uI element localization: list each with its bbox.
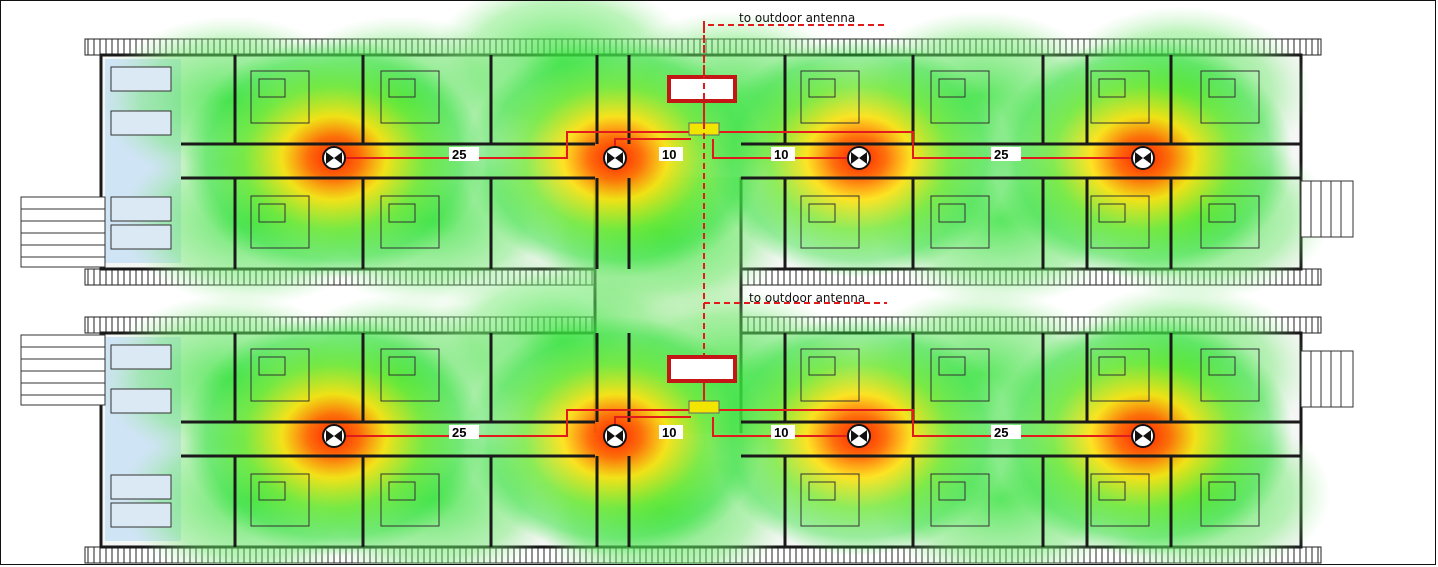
furniture-outline xyxy=(258,203,286,223)
segment-length-label: 25 xyxy=(452,425,466,440)
splitter-icon xyxy=(688,400,720,414)
bed-outline xyxy=(800,70,860,124)
cable-run xyxy=(704,409,1143,437)
cable-run xyxy=(712,139,859,159)
indoor-antenna-icon xyxy=(603,424,627,448)
bed-outline xyxy=(1200,473,1260,527)
furniture-outline xyxy=(808,203,836,223)
outdoor-antenna-label: to outdoor antenna xyxy=(739,11,855,25)
bed-outline xyxy=(1200,70,1260,124)
bed-outline xyxy=(110,388,172,414)
bed-outline xyxy=(1090,195,1150,249)
stairs xyxy=(20,180,1354,408)
bed-outline xyxy=(380,195,440,249)
bed-outline xyxy=(110,502,172,528)
furniture-outline xyxy=(1098,481,1126,501)
furniture-outline xyxy=(388,78,416,98)
bed-outline xyxy=(1090,348,1150,402)
furniture-outline xyxy=(258,481,286,501)
furniture-outline xyxy=(1208,203,1236,223)
indoor-antenna-icon xyxy=(1131,146,1155,170)
bed-outline xyxy=(1200,348,1260,402)
bed-outline xyxy=(930,473,990,527)
cable-run xyxy=(704,131,1143,159)
bed-outline xyxy=(110,344,172,370)
bed-outline xyxy=(1090,70,1150,124)
indoor-antenna-icon xyxy=(322,424,346,448)
segment-length-label: 10 xyxy=(662,147,676,162)
furniture-outline xyxy=(938,481,966,501)
repeater-icon xyxy=(667,355,737,383)
furniture-outline xyxy=(1208,356,1236,376)
bed-outline xyxy=(380,70,440,124)
furniture-outline xyxy=(258,356,286,376)
bed-outline xyxy=(250,348,310,402)
bed-outline xyxy=(1090,473,1150,527)
segment-length-label: 25 xyxy=(994,147,1008,162)
indoor-antenna-icon xyxy=(603,146,627,170)
segment-labels-top: 25 10 10 25 xyxy=(449,147,1021,162)
furniture-outline xyxy=(938,203,966,223)
cable-run xyxy=(712,417,859,437)
furniture-outline xyxy=(388,356,416,376)
bed-outline xyxy=(110,110,172,136)
furniture-outline xyxy=(938,356,966,376)
bed-outline xyxy=(930,195,990,249)
segment-length-label: 10 xyxy=(662,425,676,440)
furniture-outline xyxy=(258,78,286,98)
furniture-outline xyxy=(938,78,966,98)
bed-outline xyxy=(110,66,172,92)
furniture-outline xyxy=(1098,203,1126,223)
bed-outline xyxy=(930,70,990,124)
furniture-outline xyxy=(1098,78,1126,98)
bed-outline xyxy=(250,473,310,527)
furniture-outline xyxy=(1098,356,1126,376)
indoor-antenna-icon xyxy=(847,424,871,448)
segment-length-label: 10 xyxy=(774,147,788,162)
bed-outline xyxy=(1200,195,1260,249)
bed-outline xyxy=(250,70,310,124)
segment-labels-bottom: 25 10 10 25 xyxy=(449,425,1021,440)
bed-outline xyxy=(800,348,860,402)
segment-length-label: 25 xyxy=(452,147,466,162)
furniture-outline xyxy=(1208,481,1236,501)
segment-length-label: 10 xyxy=(774,425,788,440)
furniture-outline xyxy=(388,203,416,223)
bed-outline xyxy=(800,195,860,249)
furniture-outline xyxy=(808,78,836,98)
outdoor-antenna-label: to outdoor antenna xyxy=(749,291,865,305)
outdoor-feed-line xyxy=(703,73,887,304)
furniture-outline xyxy=(808,481,836,501)
room-walls xyxy=(110,55,1301,547)
bed-outline xyxy=(250,195,310,249)
repeater-icon xyxy=(667,75,737,103)
bed-outline xyxy=(930,348,990,402)
furniture-outline xyxy=(388,481,416,501)
indoor-antenna-icon xyxy=(322,146,346,170)
bed-outline xyxy=(800,473,860,527)
bed-outline xyxy=(380,348,440,402)
bed-outline xyxy=(110,474,172,500)
bed-outline xyxy=(380,473,440,527)
furniture-outline xyxy=(808,356,836,376)
indoor-antenna-icon xyxy=(847,146,871,170)
furniture-outline xyxy=(1208,78,1236,98)
bed-outline xyxy=(110,196,172,222)
indoor-antenna-icon xyxy=(1131,424,1155,448)
bed-outline xyxy=(110,224,172,250)
segment-length-label: 25 xyxy=(994,425,1008,440)
